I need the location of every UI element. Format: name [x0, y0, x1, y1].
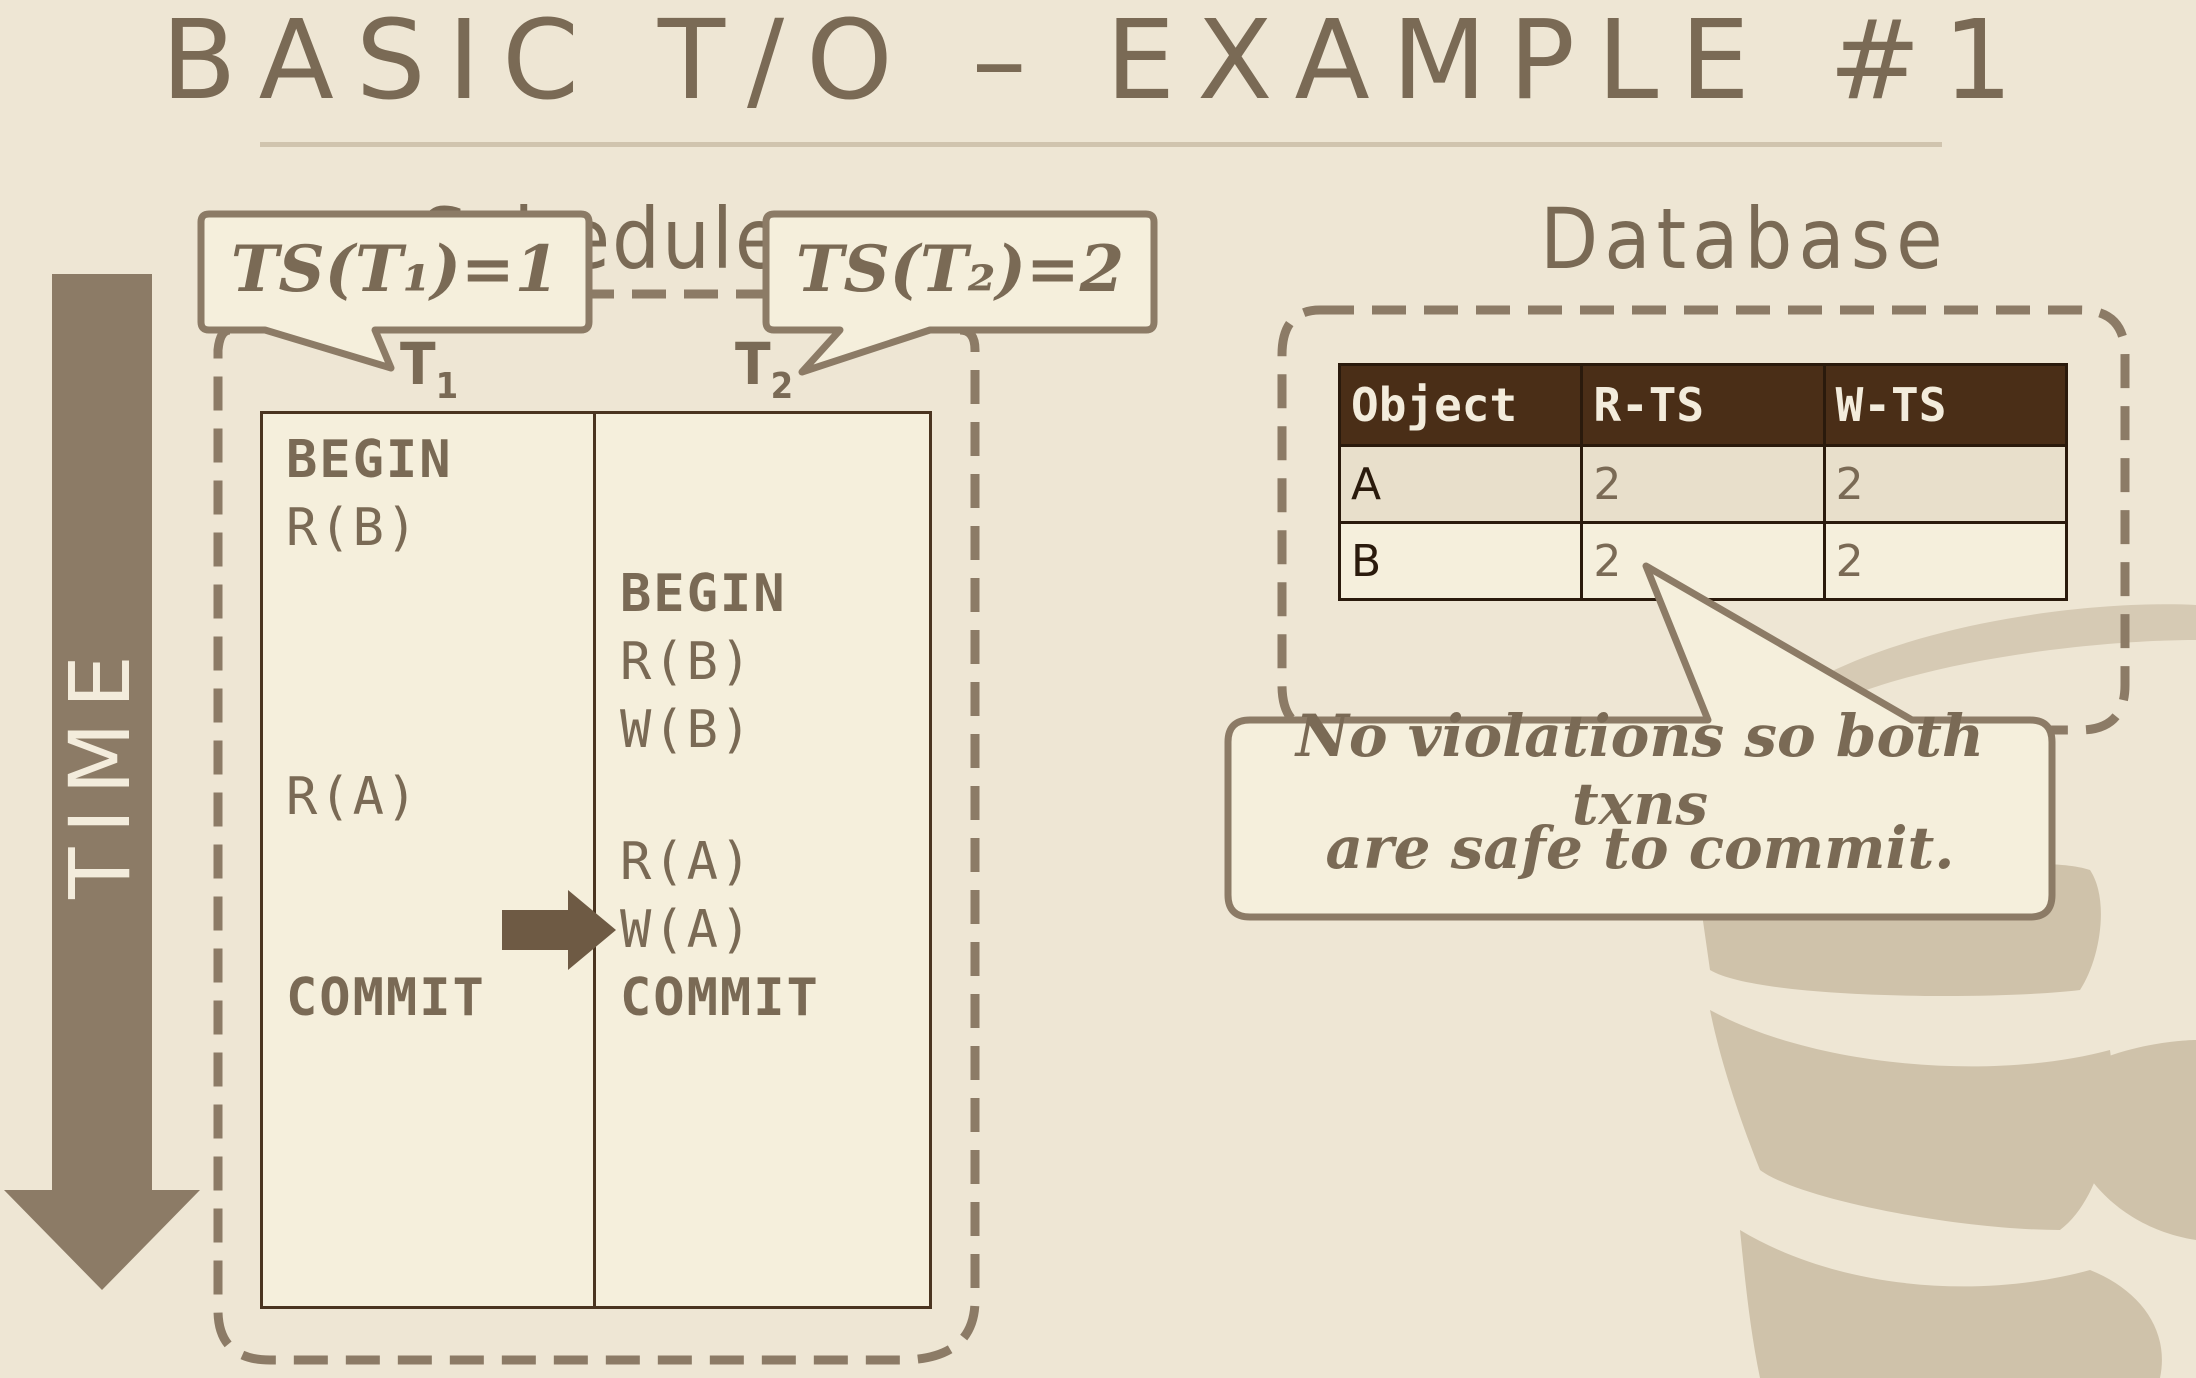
- conclusion-line-1: No violations so both txns: [1295, 702, 1985, 838]
- t2-op-read-b: R(B): [620, 632, 754, 692]
- t1-op-read-a: R(A): [286, 767, 420, 827]
- cell-object: B: [1337, 521, 1584, 601]
- t2-op-write-b: W(B): [620, 700, 754, 760]
- t1-op-begin: BEGIN: [286, 430, 453, 490]
- t2-timestamp-text: TS(T₂)=2: [795, 231, 1125, 307]
- cell-object: A: [1337, 444, 1584, 524]
- t1-op-commit: COMMIT: [286, 968, 486, 1028]
- column-divider: [593, 411, 596, 1309]
- t2-op-begin: BEGIN: [620, 564, 787, 624]
- t2-op-read-a: R(A): [620, 832, 754, 892]
- t1-op-read-b: R(B): [286, 498, 420, 558]
- title-divider: [260, 142, 1942, 147]
- t1-column-label: T1: [400, 330, 459, 407]
- table-row: B 2 2: [1337, 521, 2069, 601]
- current-step-arrow-icon: [502, 890, 616, 970]
- time-arrow-icon: [4, 274, 200, 1290]
- cell-r-ts: 2: [1580, 444, 1826, 524]
- schedule-grid: [260, 411, 932, 1309]
- timestamp-table: Object R-TS W-TS A 2 2 B 2 2: [1337, 363, 2069, 601]
- schedule-container: [213, 289, 980, 1365]
- cell-w-ts: 2: [1822, 521, 2069, 601]
- database-heading: Database: [1540, 190, 1949, 288]
- t1-timestamp-text: TS(T₁)=1: [230, 231, 560, 307]
- slide-title: BASIC T/O – EXAMPLE #1: [161, 0, 2035, 124]
- cell-w-ts: 2: [1822, 444, 2069, 524]
- t2-op-commit: COMMIT: [620, 968, 820, 1028]
- t2-timestamp-callout: [762, 210, 1158, 376]
- database-container: [1277, 305, 2130, 735]
- conclusion-line-2: are safe to commit.: [1325, 814, 1955, 882]
- t2-op-write-a: W(A): [620, 900, 754, 960]
- column-header-w-ts: W-TS: [1822, 363, 2069, 447]
- table-row: A 2 2: [1337, 444, 2069, 524]
- t2-column-label: T2: [735, 330, 794, 407]
- column-header-object: Object: [1337, 363, 1584, 447]
- conclusion-callout: [1224, 562, 2056, 921]
- t1-timestamp-callout: [197, 210, 593, 372]
- column-header-r-ts: R-TS: [1580, 363, 1826, 447]
